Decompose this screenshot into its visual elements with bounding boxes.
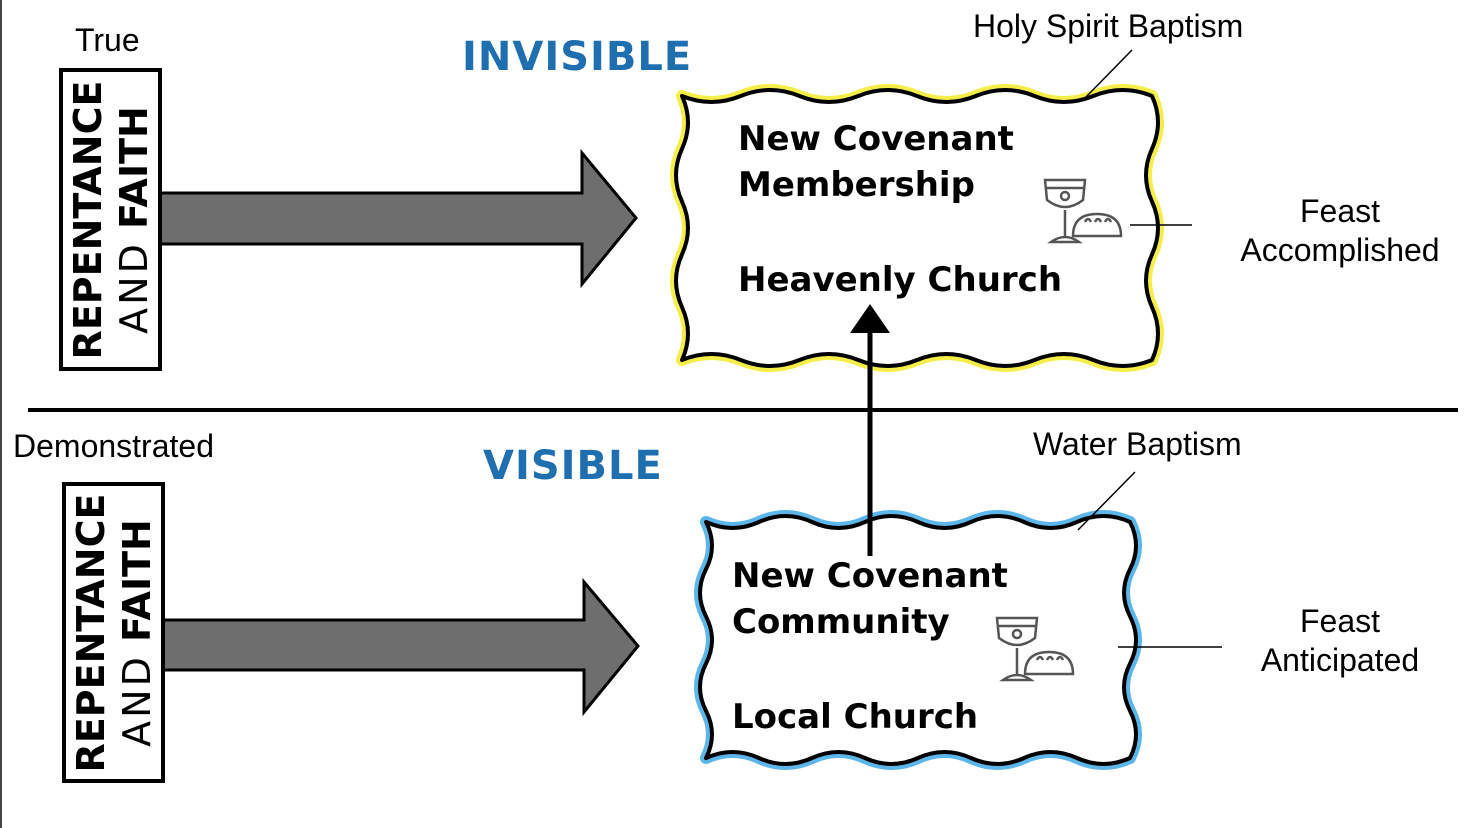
chalice-bread-icon [1043, 178, 1123, 244]
water-baptism-caption: Water Baptism [1033, 426, 1242, 462]
holy-spirit-baptism-caption: Holy Spirit Baptism [973, 8, 1244, 44]
heavenly-church-label: Heavenly Church [738, 260, 1063, 300]
bubble-bottom-outline [698, 514, 1138, 766]
chalice-bread-icon [995, 616, 1075, 682]
repentance-faith-box-top: REPENTANCE AND FAITH [59, 68, 162, 371]
leader-holy-spirit [1085, 49, 1133, 98]
local-church-label: Local Church [732, 697, 979, 737]
bubble-top-title: New Covenant Membership [738, 119, 1014, 205]
up-arrow-head [850, 304, 890, 333]
feast-anticipated-note: Feast Anticipated [1260, 603, 1420, 678]
bubble-top-outline [674, 88, 1160, 368]
repentance-faith-text-top: REPENTANCE AND FAITH [65, 80, 156, 359]
bubble-bottom-title: New Covenant Community [732, 556, 1008, 642]
big-arrow-bottom [161, 577, 640, 717]
leader-water-baptism [1077, 471, 1136, 531]
repentance-faith-box-bottom: REPENTANCE AND FAITH [62, 482, 165, 783]
visible-section-title: VISIBLE [483, 443, 663, 489]
repentance-faith-text-bottom: REPENTANCE AND FAITH [68, 493, 159, 772]
demonstrated-label: Demonstrated [13, 428, 214, 464]
big-arrow-top [158, 148, 638, 289]
invisible-section-title: INVISIBLE [462, 34, 693, 80]
feast-accomplished-note: Feast Accomplished [1240, 193, 1440, 268]
true-label: True [75, 22, 140, 58]
